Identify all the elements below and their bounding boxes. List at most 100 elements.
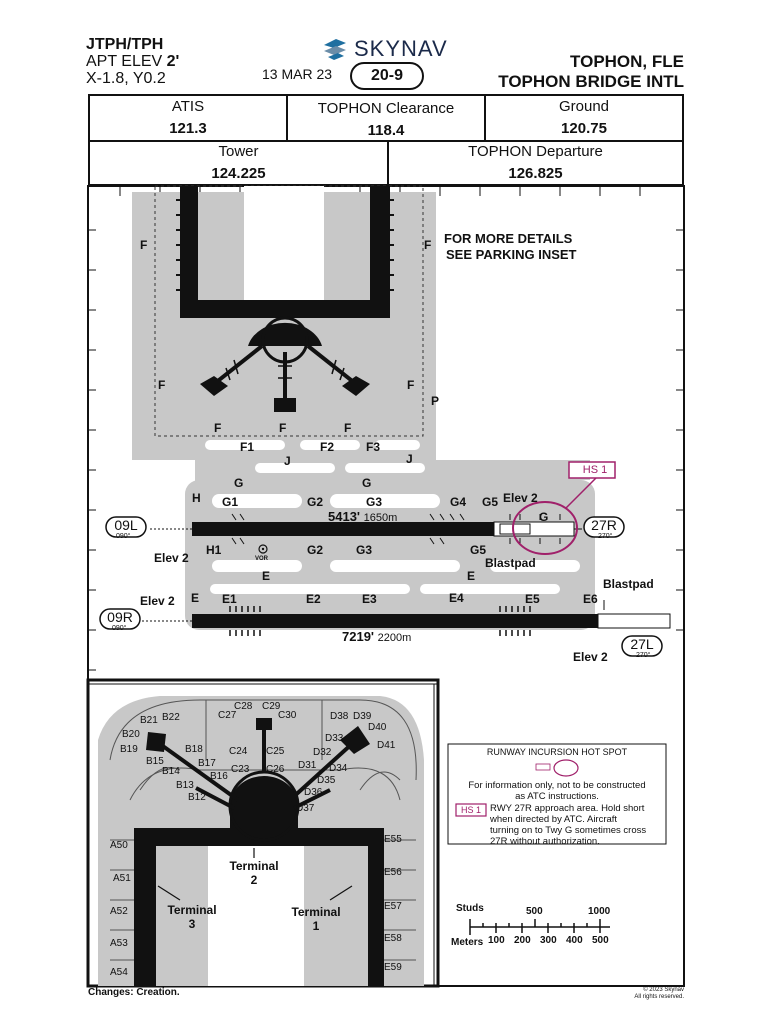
- twy-p-label: P: [431, 394, 440, 408]
- scale-m-500: 500: [592, 935, 609, 946]
- twy-e6-label: E6: [583, 592, 598, 606]
- twy-g-label: G: [539, 510, 549, 524]
- twy-e4-label: E4: [449, 591, 464, 605]
- twy-f-label: F: [279, 421, 287, 435]
- twy-f3-label: F3: [366, 440, 381, 454]
- freq-tower: Tower 124.225: [211, 143, 266, 182]
- scale-m-400: 400: [566, 935, 583, 946]
- gate-label: C29: [262, 701, 281, 712]
- header-left: JTPH/TPH APT ELEV 2' X-1.8, Y0.2: [86, 36, 179, 87]
- rwy-27l-label: 27L: [630, 636, 654, 652]
- scale-m-200: 200: [514, 935, 531, 946]
- elev-label: Elev 2: [503, 491, 538, 505]
- freq-atis: ATIS 121.3: [169, 98, 207, 137]
- gate-label: B18: [185, 744, 203, 755]
- concourse-arms: [212, 344, 358, 398]
- gate-label: D39: [353, 711, 372, 722]
- scale-bar: [469, 919, 610, 935]
- gate-label: B22: [162, 712, 180, 723]
- twy-g5-label: G5: [470, 543, 487, 557]
- hotspot-legend-hs-text: RWY 27R approach area. Hold short when d…: [490, 803, 647, 847]
- twy-e1-label: E1: [222, 592, 237, 606]
- freq-ground: Ground 120.75: [558, 98, 610, 137]
- rwy-09r-badge: [99, 608, 141, 630]
- twy-e-label: E: [467, 569, 476, 583]
- gate-label: D33: [325, 733, 344, 744]
- twy-g4-label: G4: [450, 495, 467, 509]
- skynav-logo-icon: [324, 39, 346, 60]
- brand-name: SKYNAV: [354, 36, 448, 61]
- hotspot-legend-info: For information only, not to be construc…: [468, 780, 646, 802]
- gate-label: E56: [384, 867, 402, 878]
- gate-label: A52: [110, 906, 128, 917]
- twy-g2-label: G2: [307, 495, 324, 509]
- parking-note: FOR MORE DETAILS SEE PARKING INSET: [444, 231, 577, 262]
- gate-label: C24: [229, 746, 248, 757]
- twy-f-label: F: [424, 238, 432, 252]
- rwy-27r-heading: 270°: [598, 533, 613, 540]
- elevation-value: 2': [166, 53, 180, 70]
- rwy-27l-heading: 270°: [636, 652, 651, 659]
- twy-f-label: F: [140, 238, 148, 252]
- rwy-09r-label: 09R: [107, 609, 133, 625]
- gate-label: C26: [266, 764, 285, 775]
- changes-note: Changes: Creation.: [88, 987, 180, 998]
- hotspot-hs1-label: HS 1: [582, 464, 608, 476]
- twy-g1-label: G1: [222, 495, 239, 509]
- elev-label: Elev 2: [573, 650, 608, 664]
- twy-g2-label: G2: [307, 543, 324, 557]
- gate-label: B20: [122, 729, 140, 740]
- gate-label: B14: [162, 766, 180, 777]
- scale-meters-label: Meters: [451, 937, 484, 948]
- twy-f-label: F: [407, 378, 415, 392]
- hotspot-hs1-box: [568, 461, 616, 479]
- blastpad-label: Blastpad: [603, 577, 654, 591]
- gate-label: E58: [384, 933, 402, 944]
- rwy-27r-badge: [583, 516, 625, 538]
- gate-label: B19: [120, 744, 138, 755]
- twy-e-label: E: [262, 569, 271, 583]
- scale-m-300: 300: [540, 935, 557, 946]
- gate-label: D37: [296, 803, 315, 814]
- gate-label: A51: [113, 873, 131, 884]
- airport-coords: X-1.8, Y0.2: [86, 70, 166, 87]
- rwy-south-length: 7219' 2200m: [342, 629, 412, 644]
- gate-label: D34: [329, 763, 348, 774]
- runway-09l-27r: [192, 522, 494, 536]
- gate-label: C25: [266, 746, 285, 757]
- twy-g3-label: G3: [356, 543, 373, 557]
- terminal-building: [180, 186, 390, 318]
- twy-e-label: E: [191, 591, 200, 605]
- twy-h1-label: H1: [206, 543, 222, 557]
- hotspot-legend-frame: [447, 743, 667, 845]
- copyright: © 2023 Skynav All rights reserved.: [634, 987, 684, 1000]
- gate-label: C28: [234, 701, 253, 712]
- gate-label: E57: [384, 901, 402, 912]
- chart-date: 13 MAR 23: [262, 66, 333, 82]
- twy-e3-label: E3: [362, 592, 377, 606]
- gate-label: B13: [176, 780, 194, 791]
- gate-label: D32: [313, 747, 332, 758]
- gate-label: B15: [146, 756, 164, 767]
- rwy-09l-heading: 090°: [116, 533, 131, 540]
- twy-e5-label: E5: [525, 592, 540, 606]
- gate-label: B12: [188, 792, 206, 803]
- elev-label: Elev 2: [140, 594, 175, 608]
- gate-label: A53: [110, 938, 128, 949]
- twy-g-label: G: [234, 476, 244, 490]
- gate-label: C27: [218, 710, 237, 721]
- twy-e2-label: E2: [306, 592, 321, 606]
- hotspot-legend-hs-label: HS 1: [460, 805, 481, 815]
- runway-09r-27l: [192, 614, 598, 628]
- inset-terminal-building: [134, 776, 384, 986]
- rwy-09l-label: 09L: [114, 517, 138, 533]
- gate-label: C23: [231, 764, 250, 775]
- header-right: TOPHON, FLE TOPHON BRIDGE INTL: [498, 52, 684, 92]
- gate-label: D36: [304, 787, 323, 798]
- gate-label: B16: [210, 771, 228, 782]
- twy-f1-label: F1: [240, 440, 255, 454]
- elev-label: Elev 2: [154, 551, 189, 565]
